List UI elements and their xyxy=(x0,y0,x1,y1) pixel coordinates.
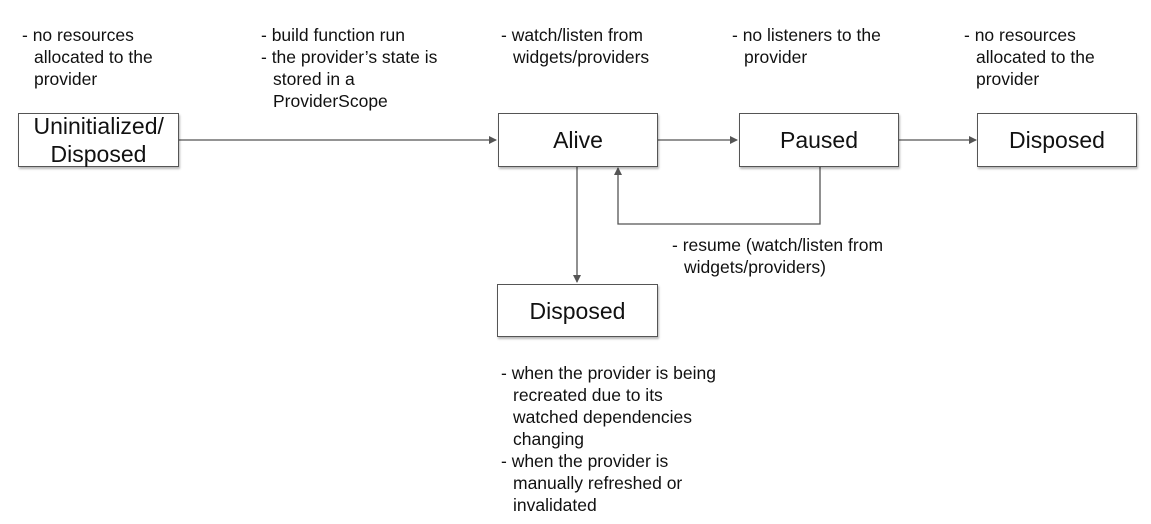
note-disposed-right: - no resources allocated to the provider xyxy=(964,24,1126,90)
node-label: Uninitialized/ Disposed xyxy=(33,113,164,167)
note-paused-incoming: - watch/listen from widgets/providers xyxy=(501,24,688,68)
arrow-paused-resume-to-alive xyxy=(614,167,821,225)
note-resume: - resume (watch/listen from widgets/prov… xyxy=(672,234,909,278)
note-uninitialized: - no resources allocated to the provider xyxy=(22,24,184,90)
note-line: - no resources allocated to the provider xyxy=(22,25,153,89)
node-label: Paused xyxy=(779,127,858,153)
note-line: - when the provider is being recreated d… xyxy=(501,363,716,449)
note-line: - no resources allocated to the provider xyxy=(964,25,1095,89)
node-label: Alive xyxy=(553,127,603,153)
note-line: - watch/listen from widgets/providers xyxy=(501,25,650,67)
note-line: - build function run xyxy=(261,25,405,45)
note-disposed-bottom: - when the provider is being recreated d… xyxy=(501,362,728,516)
note-line: - when the provider is manually refreshe… xyxy=(501,451,683,515)
node-paused: Paused xyxy=(739,113,899,167)
node-disposed-bottom: Disposed xyxy=(497,284,658,337)
note-alive-incoming: - build function run - the provider’s st… xyxy=(261,24,458,112)
node-uninitialized-disposed: Uninitialized/ Disposed xyxy=(18,113,179,167)
note-line: - no listeners to the provider xyxy=(732,25,881,67)
note-line: - the provider’s state is stored in a Pr… xyxy=(261,47,438,111)
note-disposed-incoming: - no listeners to the provider xyxy=(732,24,919,68)
node-label: Disposed xyxy=(1009,127,1105,153)
node-label: Disposed xyxy=(529,297,626,324)
node-alive: Alive xyxy=(498,113,658,167)
note-line: - resume (watch/listen from widgets/prov… xyxy=(672,235,884,277)
node-disposed-right: Disposed xyxy=(977,113,1137,167)
